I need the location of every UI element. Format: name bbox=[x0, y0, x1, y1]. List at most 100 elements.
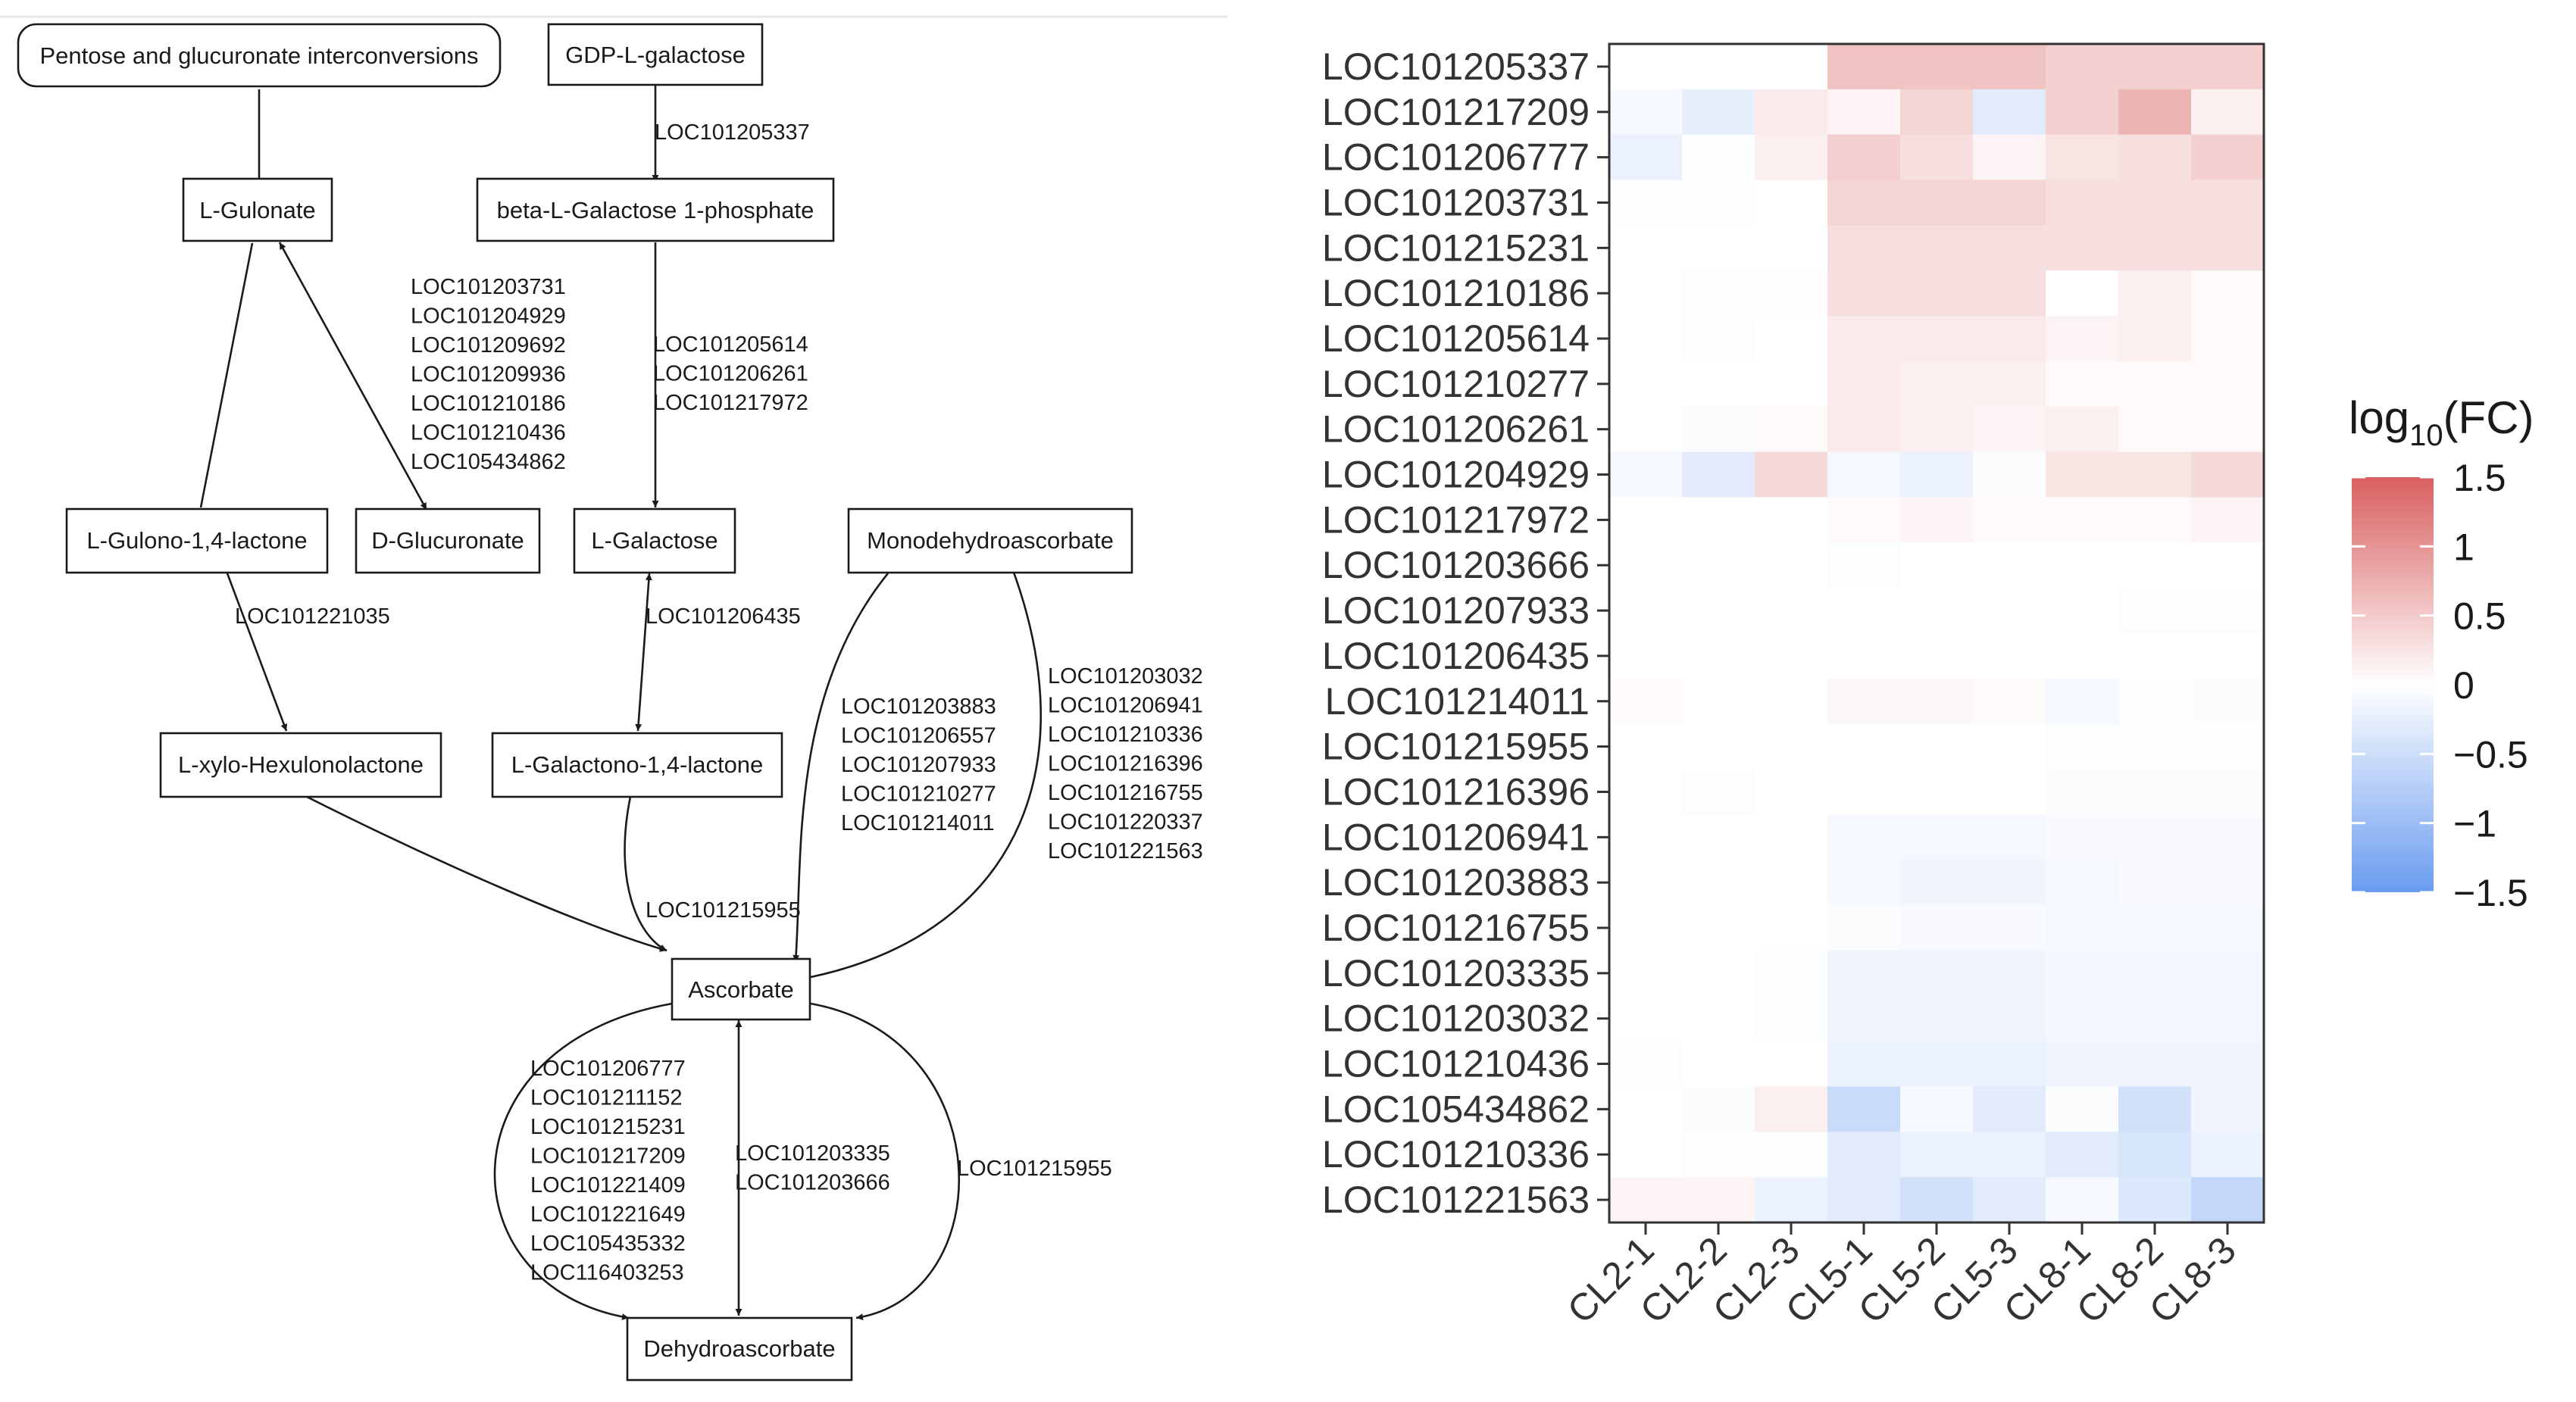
heatmap-cell bbox=[1755, 316, 1828, 362]
heatmap-cell bbox=[1682, 633, 1755, 679]
heatmap-cell bbox=[2046, 316, 2119, 362]
gene-label: LOC101203883 bbox=[841, 695, 996, 719]
heatmap-cell bbox=[1973, 769, 2046, 815]
gene-label: LOC101215955 bbox=[957, 1157, 1112, 1181]
heatmap-cell bbox=[1609, 406, 1683, 453]
heatmap-cell bbox=[1827, 1177, 1901, 1223]
heatmap-cell bbox=[1755, 588, 1828, 634]
heatmap-cell bbox=[2046, 1086, 2119, 1132]
heatmap-cell bbox=[1609, 1086, 1683, 1132]
heatmap-cell bbox=[1682, 1041, 1755, 1088]
node-ascorbate-label: Ascorbate bbox=[688, 976, 794, 1003]
node-monodehydroascorbate-box bbox=[847, 507, 1133, 574]
heatmap-cell bbox=[1827, 1086, 1901, 1132]
heatmap-cell bbox=[1609, 44, 1683, 90]
heatmap-cell bbox=[1682, 316, 1755, 362]
heatmap-cell bbox=[2191, 860, 2265, 906]
gene-label: LOC101221035 bbox=[235, 604, 390, 629]
heatmap-cell bbox=[1827, 769, 1901, 815]
node-beta-l-galactose-1p-box bbox=[476, 177, 835, 242]
gene-label: LOC101220337 bbox=[1048, 810, 1203, 835]
heatmap-cell bbox=[2191, 406, 2265, 453]
heatmap-cell bbox=[1973, 406, 2046, 453]
row-label: LOC101203883 bbox=[1322, 861, 1590, 904]
gene-label: LOC101216396 bbox=[1048, 752, 1203, 776]
row-label: LOC101217209 bbox=[1322, 91, 1590, 133]
heatmap-cell bbox=[1755, 769, 1828, 815]
heatmap-cell bbox=[1609, 542, 1683, 589]
heatmap-cell bbox=[2046, 588, 2119, 634]
heatmap-cell bbox=[1682, 361, 1755, 407]
heatmap-cell bbox=[1827, 1041, 1901, 1088]
row-label: LOC101205614 bbox=[1322, 317, 1590, 360]
legend-title: log10(FC) bbox=[2349, 392, 2534, 452]
heatmap-cell bbox=[1973, 451, 2046, 498]
heatmap-cell bbox=[1827, 316, 1901, 362]
node-ascorbate-box bbox=[671, 957, 811, 1021]
heatmap-cell bbox=[2191, 1086, 2265, 1132]
heatmap-cell bbox=[2191, 497, 2265, 543]
gene-label: LOC101206435 bbox=[646, 604, 801, 629]
heatmap-cell bbox=[2191, 1041, 2265, 1088]
heatmap-cell bbox=[1973, 89, 2046, 136]
heatmap-cell bbox=[1827, 723, 1901, 770]
gene-label-groups: LOC101205337LOC101203731LOC101204929LOC1… bbox=[235, 120, 1203, 1285]
heatmap-cell bbox=[1609, 678, 1683, 725]
gene-label: LOC101209936 bbox=[411, 363, 566, 387]
heatmap-cell bbox=[1973, 1041, 2046, 1088]
gene-label: LOC101216755 bbox=[1048, 781, 1203, 805]
gene-label: LOC101205614 bbox=[653, 333, 808, 357]
edge-ascorbate-to-dha-right bbox=[810, 1002, 960, 1321]
heatmap-cell bbox=[1827, 270, 1901, 317]
heatmap-cell bbox=[1682, 225, 1755, 271]
heatmap-cell bbox=[2191, 588, 2265, 634]
heatmap-cell bbox=[1973, 1132, 2046, 1178]
heatmap-cell bbox=[1900, 316, 1974, 362]
heatmap-cell bbox=[1900, 860, 1974, 906]
heatmap-cell bbox=[1973, 860, 2046, 906]
heatmap-cell bbox=[1900, 1086, 1974, 1132]
node-l-xylo-hexulonolactone: L-xylo-Hexulonolactone bbox=[159, 732, 442, 798]
heatmap-cell bbox=[1900, 89, 1974, 136]
row-label: LOC101204929 bbox=[1322, 454, 1590, 496]
heatmap-cell bbox=[1609, 316, 1683, 362]
heatmap-cells bbox=[1609, 44, 2265, 1223]
gene-group-lgal: LOC101206435 bbox=[646, 604, 801, 629]
edge-mdha-to-ascorbate bbox=[792, 573, 889, 963]
heatmap-cell bbox=[2191, 44, 2265, 90]
node-l-galactose: L-Galactose bbox=[573, 507, 736, 574]
heatmap-cell bbox=[2046, 497, 2119, 543]
heatmap-cell bbox=[1682, 451, 1755, 498]
node-monodehydroascorbate: Monodehydroascorbate bbox=[847, 507, 1133, 574]
gene-label: LOC101209692 bbox=[411, 333, 566, 358]
heatmap-cell bbox=[1900, 270, 1974, 317]
heatmap-cell bbox=[1973, 542, 2046, 589]
heatmap-cell bbox=[2191, 950, 2265, 997]
row-label: LOC101217972 bbox=[1322, 498, 1590, 541]
heatmap-cell bbox=[2118, 451, 2192, 498]
node-l-gulono-lactone: L-Gulono-1,4-lactone bbox=[65, 507, 329, 574]
heatmap-cell bbox=[1755, 225, 1828, 271]
gene-label: LOC101210436 bbox=[411, 421, 566, 445]
heatmap-cell bbox=[1973, 44, 2046, 90]
heatmap-cell bbox=[1973, 497, 2046, 543]
gene-group-dha-left: LOC101206777LOC101211152LOC101215231LOC1… bbox=[530, 1057, 686, 1285]
heatmap-cell bbox=[2118, 905, 2192, 951]
heatmap-cell bbox=[2046, 633, 2119, 679]
edge-lxylo-to-ascorbate bbox=[306, 795, 667, 952]
heatmap-cell bbox=[2046, 180, 2119, 226]
heatmap-cell bbox=[1827, 89, 1901, 136]
heatmap-cell bbox=[1900, 995, 1974, 1042]
heatmap-cell bbox=[1973, 723, 2046, 770]
heatmap-cell bbox=[1755, 134, 1828, 181]
node-l-galactono-lactone-box bbox=[491, 732, 783, 798]
gene-label: LOC101215955 bbox=[646, 898, 801, 923]
heatmap-cell bbox=[1609, 860, 1683, 906]
heatmap-cell bbox=[1609, 723, 1683, 770]
node-dehydroascorbate-box bbox=[626, 1316, 853, 1382]
heatmap-cell bbox=[1609, 1177, 1683, 1223]
gene-label: LOC101203666 bbox=[735, 1171, 890, 1195]
edge-lgalactono-to-ascorbate bbox=[624, 796, 667, 952]
heatmap-cell bbox=[2118, 950, 2192, 997]
heatmap-cell bbox=[2118, 89, 2192, 136]
